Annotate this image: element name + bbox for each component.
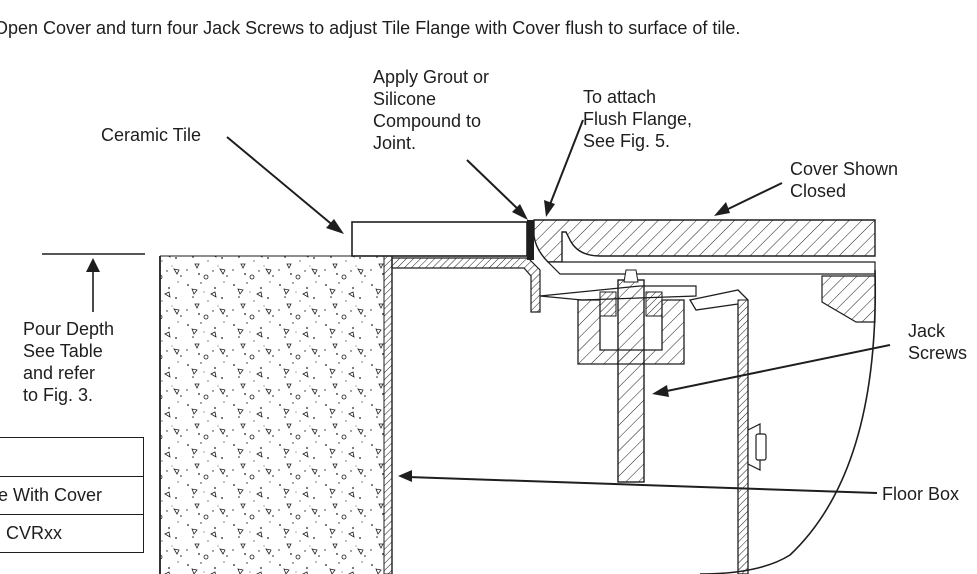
leader-floor-box — [398, 470, 878, 494]
table-divider — [0, 476, 143, 477]
jack-screw — [617, 269, 645, 483]
leader-cover — [714, 182, 783, 216]
label-apply-grout: Apply Grout or Silicone Compound to Join… — [373, 67, 490, 153]
leader-jack-screws — [652, 344, 891, 397]
floor-box-wall — [383, 255, 393, 574]
table-cell: e With Cover — [0, 485, 103, 505]
pour-depth-dimension — [42, 253, 145, 312]
leader-flush-flange — [544, 119, 584, 217]
label-pour-depth: Pour Depth See Table and refer to Fig. 3… — [23, 319, 115, 405]
table-cell: CVRxx — [6, 523, 63, 543]
label-ceramic-tile: Ceramic Tile — [101, 125, 202, 145]
leader-ceramic-tile — [226, 136, 344, 234]
grout-joint — [527, 220, 534, 260]
label-cover-shown-closed: Cover Shown Closed — [790, 159, 899, 201]
label-flush-flange: To attach Flush Flange, See Fig. 5. — [583, 87, 693, 151]
ceramic-tile — [351, 221, 528, 257]
concrete-slab — [159, 255, 384, 574]
label-floor-box: Floor Box — [882, 484, 960, 504]
reference-table: e With Cover CVRxx — [0, 437, 144, 553]
tile-flange — [391, 257, 541, 313]
table-divider — [0, 514, 143, 515]
label-jack-screws: Jack Screws — [908, 321, 968, 363]
leader-grout — [466, 159, 528, 220]
floor-box-outline — [699, 269, 877, 574]
instruction-text: Open Cover and turn four Jack Screws to … — [0, 18, 741, 38]
floor-box-channel — [688, 289, 767, 574]
